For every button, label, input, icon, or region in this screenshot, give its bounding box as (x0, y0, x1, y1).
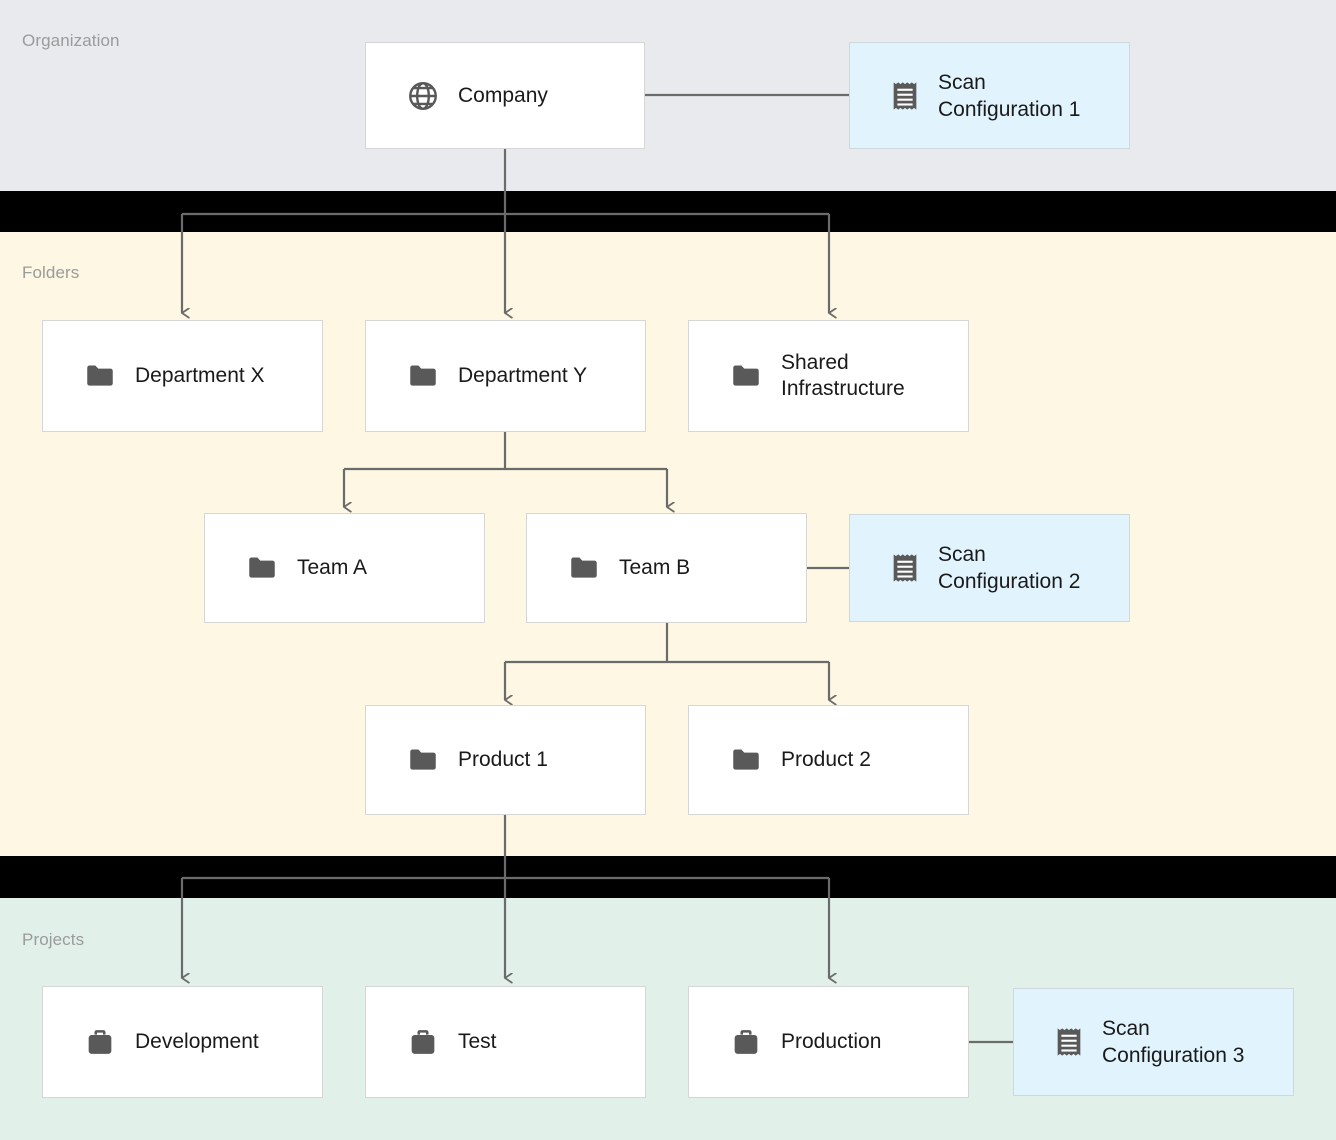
folder-icon (733, 749, 759, 770)
node-product-1-label: Product 1 (458, 748, 548, 771)
node-product-2[interactable]: Product 2 (688, 705, 969, 815)
organization-band (0, 0, 1336, 191)
node-department-x-label: Department X (135, 364, 265, 387)
divider-band-bottom (0, 856, 1336, 898)
folder-icon (249, 557, 275, 578)
node-company[interactable]: Company (365, 42, 645, 149)
node-department-y-label: Department Y (458, 364, 588, 387)
node-shared-infrastructure-label: Shared Infrastructure (781, 351, 905, 400)
node-department-x[interactable]: Department X (42, 320, 323, 432)
scan-configuration-icon (893, 554, 917, 582)
node-team-b[interactable]: Team B (526, 513, 807, 623)
folder-icon (571, 557, 597, 578)
band-label-organization: Organization (22, 31, 120, 50)
node-development[interactable]: Development (42, 986, 323, 1098)
node-team-a-label: Team A (297, 556, 368, 579)
folder-icon (87, 365, 113, 386)
node-team-b-label: Team B (619, 556, 691, 579)
folder-icon (410, 365, 436, 386)
node-product-1[interactable]: Product 1 (365, 705, 646, 815)
node-production-label: Production (781, 1030, 882, 1053)
node-test-label: Test (458, 1030, 497, 1053)
briefcase-icon (734, 1030, 758, 1054)
divider-band-top (0, 191, 1336, 232)
scan-configuration-icon (893, 81, 917, 110)
scan-configuration-icon (1057, 1028, 1081, 1056)
node-test[interactable]: Test (365, 986, 646, 1098)
band-label-folders: Folders (22, 263, 80, 282)
node-scan-configuration-2[interactable]: Scan Configuration 2 (849, 514, 1130, 622)
globe-icon (409, 81, 437, 110)
folder-icon (733, 365, 759, 386)
node-scan-configuration-2-label: Scan Configuration 2 (938, 543, 1081, 593)
node-shared-infrastructure[interactable]: Shared Infrastructure (688, 320, 969, 432)
node-scan-configuration-1[interactable]: Scan Configuration 1 (849, 42, 1130, 149)
node-department-y[interactable]: Department Y (365, 320, 646, 432)
node-scan-configuration-3[interactable]: Scan Configuration 3 (1013, 988, 1294, 1096)
briefcase-icon (88, 1030, 112, 1054)
node-scan-configuration-3-label: Scan Configuration 3 (1102, 1017, 1245, 1067)
band-label-projects: Projects (22, 930, 85, 949)
folder-icon (410, 749, 436, 770)
node-company-label: Company (458, 83, 548, 107)
node-team-a[interactable]: Team A (204, 513, 485, 623)
node-production[interactable]: Production (688, 986, 969, 1098)
node-product-2-label: Product 2 (781, 748, 871, 771)
briefcase-icon (411, 1030, 435, 1054)
node-scan-configuration-1-label: Scan Configuration 1 (938, 70, 1081, 121)
node-development-label: Development (135, 1030, 259, 1053)
